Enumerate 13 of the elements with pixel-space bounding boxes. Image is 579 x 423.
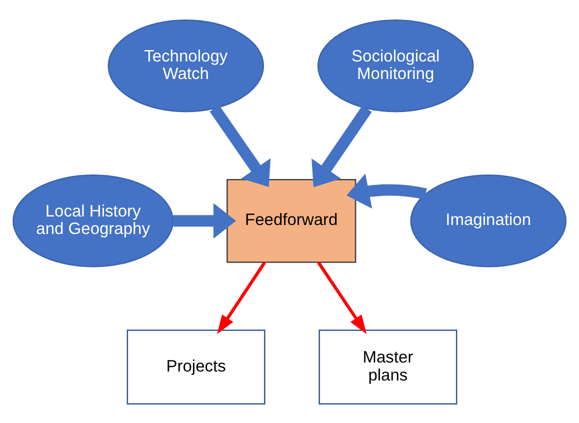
arrow: [312, 105, 372, 187]
node-box: Master plans: [318, 329, 458, 404]
arrow: [173, 202, 236, 238]
arrow: [217, 261, 266, 334]
node-ellipse: Imagination: [410, 174, 567, 267]
arrow: [210, 104, 271, 186]
node-ellipse: Local History and Geography: [12, 174, 174, 267]
node-ellipse: Sociological Monitoring: [317, 18, 474, 112]
arrow: [317, 261, 367, 334]
arrow: [346, 173, 427, 208]
node-box: Feedforward: [226, 178, 356, 262]
node-ellipse: Technology Watch: [108, 18, 264, 112]
node-box: Projects: [126, 329, 266, 404]
